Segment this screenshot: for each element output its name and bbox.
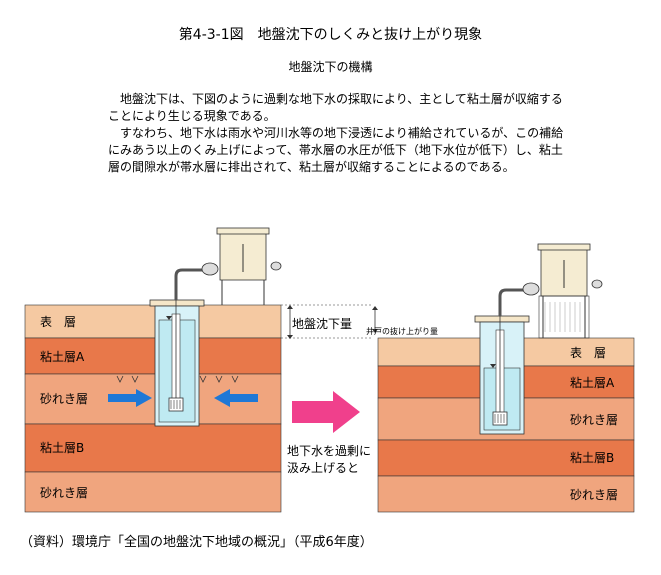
left-layer-surface <box>24 304 282 339</box>
right-layer-gravel-2 <box>377 475 635 513</box>
right-label-gravel-2: 砂れき層 <box>570 488 618 502</box>
description-paragraph-1: 地盤沈下は、下図のように過剰な地下水の採取により、主として粘土層が収縮することに… <box>108 92 563 123</box>
left-well <box>149 227 282 427</box>
figure-title: 第4-3-1図 地盤沈下のしくみと抜け上がり現象 <box>178 27 483 43</box>
left-flow-arrows <box>108 389 258 407</box>
transition-arrow <box>292 391 360 433</box>
pumping-text-line1: 地下水を過剰に <box>287 444 371 458</box>
right-label-surface: 表 層 <box>570 346 606 360</box>
left-label-clay-b: 粘土層B <box>40 440 84 455</box>
left-label-gravel-2: 砂れき層 <box>40 486 88 500</box>
right-ground-column <box>377 337 635 513</box>
right-well <box>474 243 603 435</box>
figure-subtitle: 地盤沈下の機構 <box>288 60 373 74</box>
subsidence-measure <box>281 304 378 339</box>
well-rise-label: 井戸の抜け上がり量 <box>366 326 438 336</box>
left-label-clay-a: 粘土層A <box>40 349 85 364</box>
left-layer-clay-a <box>24 337 282 375</box>
subsidence-amount-label: 地盤沈下量 <box>292 316 352 331</box>
description-paragraph-2: すなわち、地下水は雨水や河川水等の地下浸透により補給されているが、この補給にみあ… <box>108 126 564 174</box>
left-ground-column <box>24 304 282 513</box>
left-layer-gravel-2 <box>24 471 282 513</box>
right-layer-clay-b <box>377 439 635 477</box>
right-label-clay-a: 粘土層A <box>570 375 615 390</box>
right-label-clay-b: 粘土層B <box>570 450 614 465</box>
pumping-text-line2: 汲み上げると <box>287 461 359 475</box>
left-label-surface: 表 層 <box>40 315 76 329</box>
left-label-gravel-1: 砂れき層 <box>40 392 88 406</box>
right-label-gravel-1: 砂れき層 <box>570 413 618 427</box>
source-note: （資料）環境庁「全国の地盤沈下地域の概況」（平成6年度） <box>20 535 373 550</box>
